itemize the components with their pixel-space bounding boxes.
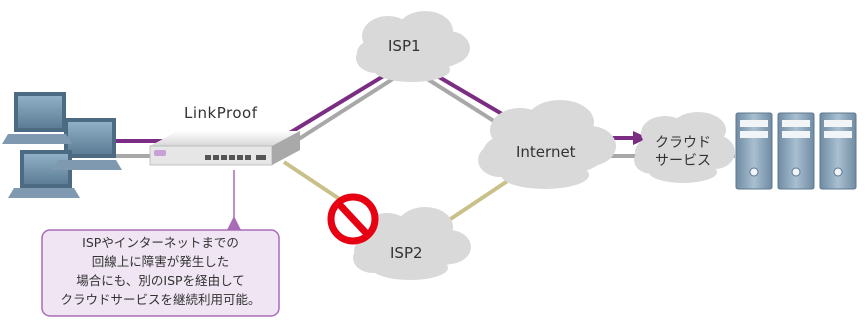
isp1-label: ISP1 xyxy=(388,37,421,55)
callout-line: 場合にも、別のISPを経由して xyxy=(76,273,245,288)
network-appliance-icon xyxy=(149,131,300,166)
callout-line: ISPやインターネットまでの xyxy=(82,235,239,250)
isp2-cloud xyxy=(353,207,471,280)
callout-text: ISPやインターネットまでの 回線上に障害が発生した 場合にも、別のISPを経由… xyxy=(42,230,279,316)
server-icon xyxy=(735,112,857,190)
desktop-computer-icon xyxy=(2,92,122,198)
internet-label: Internet xyxy=(516,143,576,161)
cloud-service-label: クラウド サービス xyxy=(648,134,718,170)
callout-line: 回線上に障害が発生した xyxy=(91,254,230,269)
active-path-arrow xyxy=(633,131,648,145)
isp2-label: ISP2 xyxy=(390,244,423,262)
cloud-service-cloud xyxy=(634,112,735,183)
backup-path-isp1 xyxy=(278,66,412,153)
callout-pointer-head xyxy=(226,216,242,232)
isp1-cloud xyxy=(356,11,470,82)
cloud-service-label-line1: クラウド xyxy=(655,135,711,151)
device-label: LinkProof xyxy=(184,104,258,122)
no-entry-icon xyxy=(327,193,379,245)
cloud-service-label-line2: サービス xyxy=(655,153,711,169)
callout-line: クラウドサービスを継続利用可能。 xyxy=(60,292,261,307)
callout-box xyxy=(41,229,280,317)
internet-cloud xyxy=(478,100,616,189)
